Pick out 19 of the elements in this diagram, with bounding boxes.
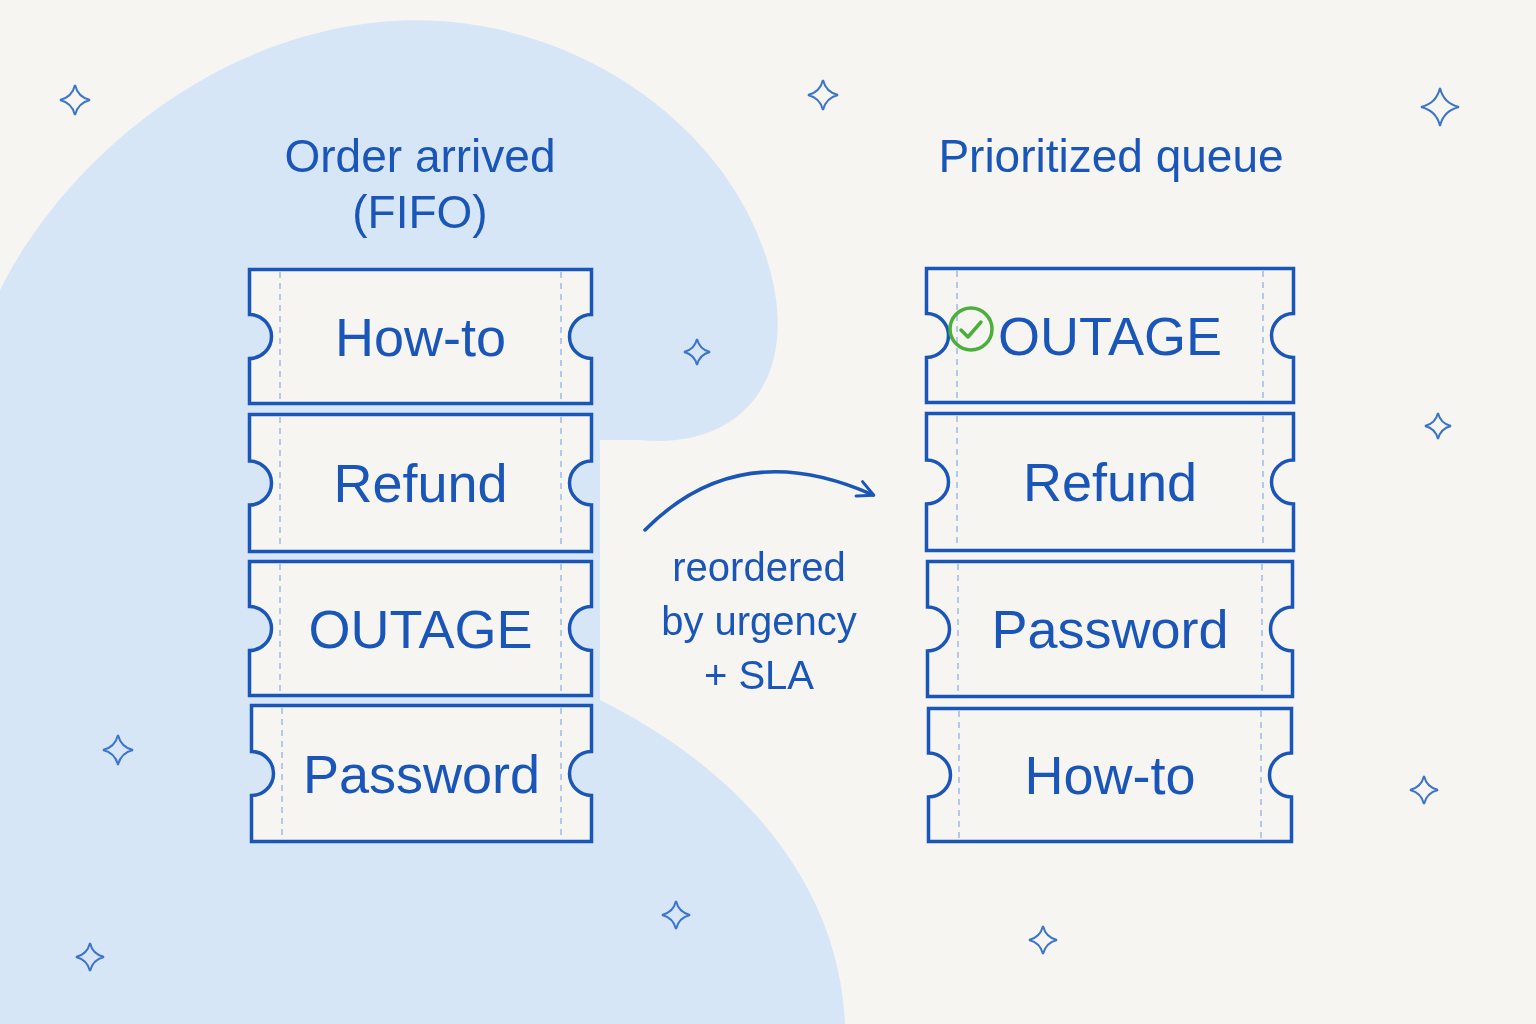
arrow <box>643 470 875 532</box>
ticket-label: Password <box>302 743 541 804</box>
ticket-label: How-to <box>1024 745 1196 805</box>
ticket-shape <box>925 412 1295 552</box>
ticket-label: Password <box>991 599 1229 659</box>
ticket-shape <box>927 707 1293 843</box>
stack-heading: Order arrived (FIFO) <box>283 129 557 240</box>
ticket-shape <box>250 704 593 843</box>
ticket-label: OUTAGE <box>308 598 533 659</box>
stack-heading: Prioritized queue <box>937 129 1285 184</box>
ticket-shape <box>926 560 1294 698</box>
ticket-label: OUTAGE <box>998 305 1222 366</box>
ticket-shape <box>925 267 1295 404</box>
ticket-label: Refund <box>1022 452 1198 512</box>
ticket-shape <box>248 268 593 405</box>
ticket-shape <box>248 560 593 697</box>
ticket-label: Refund <box>333 453 508 513</box>
ticket-shape <box>248 413 593 553</box>
ticket-label: How-to <box>334 306 506 367</box>
